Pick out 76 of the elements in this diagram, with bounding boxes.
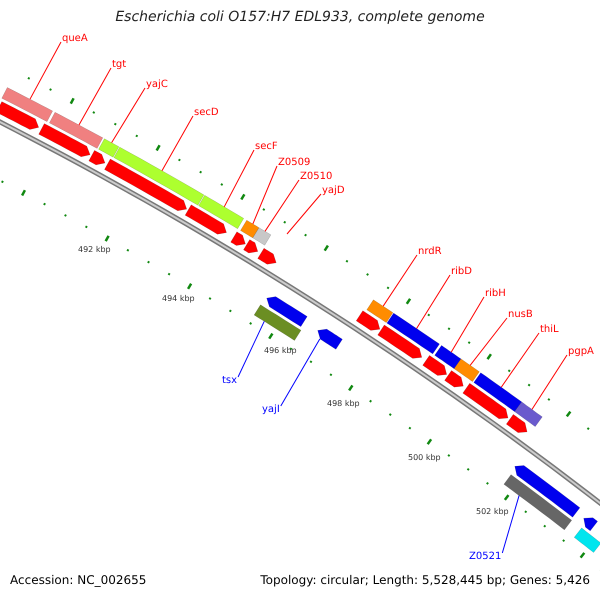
gene-label: nrdR [418,246,442,257]
gene-feature [252,227,272,246]
leader-line [470,318,508,366]
leader-line [252,166,278,224]
gene-feature [2,87,53,122]
leader-line [280,338,320,406]
gene-feature [38,123,90,158]
genome-summary-text: Topology: circular; Length: 5,528,445 bp; Genes: 5,426 [260,574,590,588]
gene-feature [366,300,394,323]
gene-feature [514,465,580,518]
gene-feature [257,248,276,265]
gene-feature [88,150,106,166]
scale-label: 492 kbp [78,246,111,255]
gene-label: Z0510 [300,171,332,182]
gene-feature [386,312,440,354]
gene-feature [356,310,380,331]
gene-label: yajD [322,185,345,196]
gene-feature [198,195,244,229]
gene-feature [49,112,104,149]
gene-feature [184,204,227,234]
gene-feature [266,296,308,327]
gene-feature [583,517,598,532]
gene-feature [243,239,258,254]
gene-feature [506,414,528,433]
gene-feature [462,383,508,420]
gene-feature [454,358,480,382]
gene-feature [240,220,260,238]
leader-line [502,495,520,554]
gene-label: nusB [508,309,533,320]
scale-label: 500 kbp [408,454,441,463]
gene-feature [254,304,302,341]
leader-line [224,150,254,208]
leader-line [416,274,450,329]
gene-label: tsx [222,375,238,386]
gene-label: pgpA [568,346,594,357]
accession-text: Accession: NC_002655 [10,574,146,588]
scale-label: 498 kbp [327,400,360,409]
scale-label: 496 kbp [264,347,297,356]
leader-line [238,320,265,378]
gene-feature [474,372,522,412]
title: Escherichia coli O157:H7 EDL933, complete genome [114,10,486,26]
leader-line [531,354,568,410]
leader-line [264,180,300,232]
gene-feature [98,138,120,158]
scale-label: 494 kbp [162,295,195,304]
leader-line [450,296,484,353]
leader-line [30,42,62,100]
gene-feature [230,232,246,246]
leader-line [161,116,194,172]
gene-label: ribH [485,288,506,299]
gene-feature [434,345,462,369]
gene-label: yajI [262,404,280,415]
gene-feature [422,355,447,376]
leader-line [382,254,418,307]
gene-feature [0,101,39,130]
gene-label: tgt [112,59,126,70]
gene-label: yajC [146,79,168,90]
scale-label: 502 kbp [476,508,509,517]
gene-feature [377,324,422,359]
gene-label: thiL [540,324,559,335]
gene-feature [514,402,543,427]
leader-line [286,194,322,234]
gene-feature [104,158,187,212]
gene-feature [444,370,464,388]
gene-label: secD [194,107,219,118]
gene-label: secF [255,141,278,152]
gene-label: Z0521 [469,551,502,562]
leader-line [500,332,540,388]
gene-feature [574,528,600,553]
gene-feature [317,328,343,350]
gene-label: queA [62,33,88,44]
leader-line [78,68,112,126]
gene-label: Z0509 [278,157,310,168]
leader-line [111,88,146,144]
gene-label: ribD [451,266,472,277]
gene-feature [114,146,204,206]
